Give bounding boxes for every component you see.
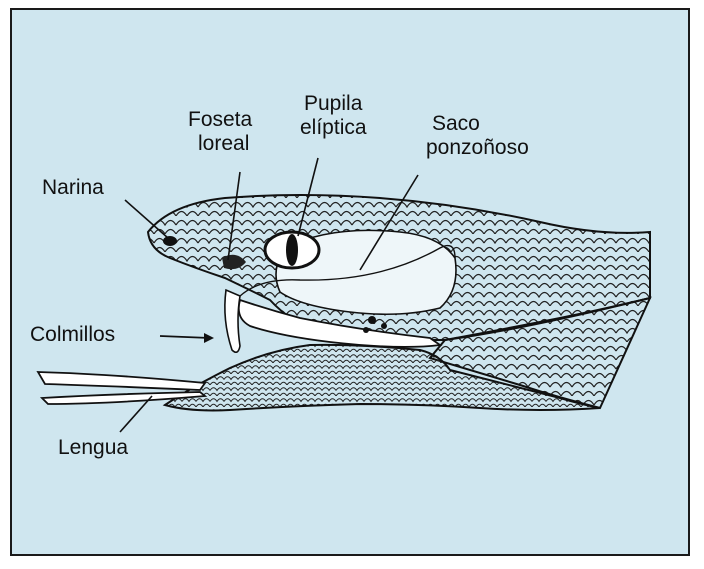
- label-foseta-loreal: Foseta loreal: [188, 108, 252, 156]
- nostril: [163, 236, 177, 246]
- elliptical-pupil: [286, 234, 298, 266]
- label-foseta-line1: Foseta: [188, 108, 252, 132]
- label-saco-line1: Saco: [426, 112, 529, 136]
- label-pupila-eliptica: Pupila elíptica: [300, 92, 367, 140]
- label-lengua: Lengua: [58, 436, 128, 460]
- label-colmillos: Colmillos: [30, 323, 115, 347]
- label-narina: Narina: [42, 176, 104, 200]
- pointer-colmillos-arrow: [204, 333, 214, 343]
- pointer-colmillos: [160, 336, 210, 338]
- label-saco-ponzonoso: Saco ponzoñoso: [426, 112, 529, 160]
- label-saco-line2: ponzoñoso: [426, 136, 529, 160]
- label-pupila-line1: Pupila: [300, 92, 367, 116]
- label-pupila-line2: elíptica: [300, 116, 367, 140]
- fang: [225, 290, 240, 352]
- label-foseta-line2: loreal: [188, 132, 252, 156]
